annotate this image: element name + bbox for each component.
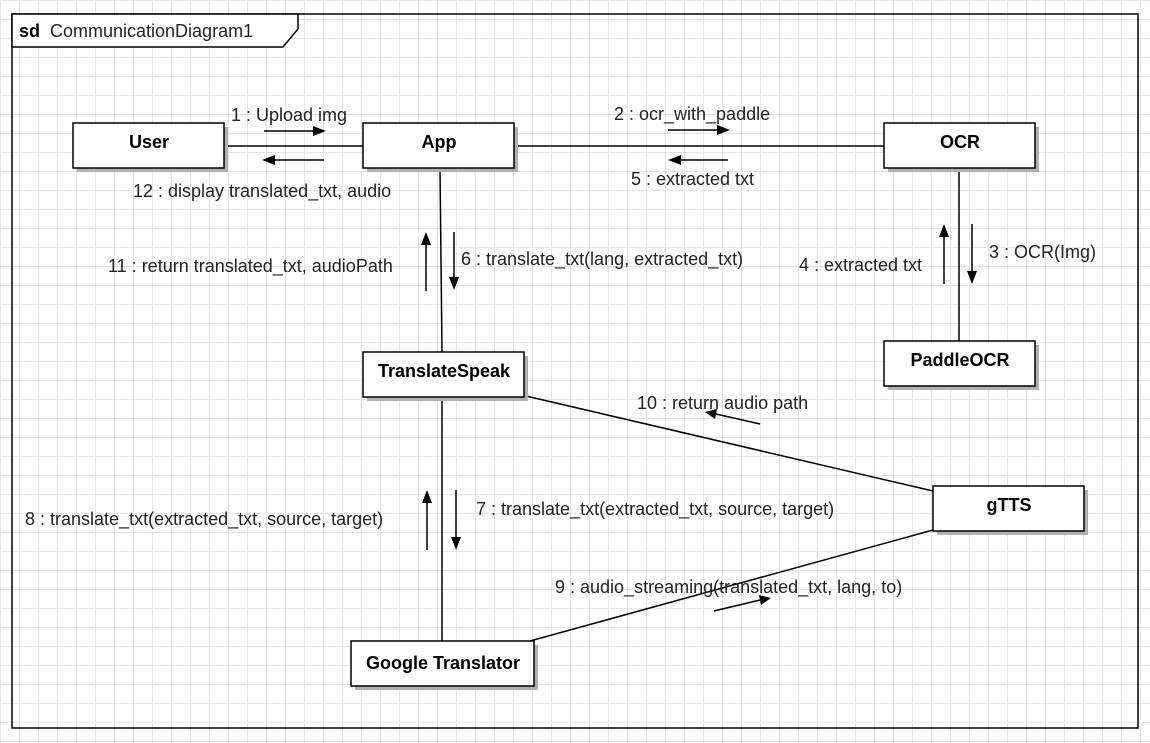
- arrow-msg-12: [262, 155, 324, 165]
- links: [226, 145, 960, 642]
- link-googletranslator-gtts: [529, 529, 934, 642]
- message-labels: 1 : Upload img 2 : ocr_with_paddle 3 : O…: [25, 104, 1096, 598]
- message-1-label: 1 : Upload img: [231, 105, 347, 125]
- message-8-label: 8 : translate_txt(extracted_txt, source,…: [25, 509, 383, 530]
- message-5-label: 5 : extracted txt: [631, 169, 754, 189]
- message-10-label: 10 : return audio path: [637, 393, 808, 413]
- object-user[interactable]: User: [72, 122, 228, 172]
- message-3-label: 3 : OCR(Img): [989, 242, 1096, 262]
- object-ocr-label: OCR: [940, 132, 980, 152]
- object-gtts[interactable]: gTTS: [932, 485, 1088, 535]
- diagram-frame: sd CommunicationDiagram1: [11, 13, 1139, 729]
- arrow-msg-9: [713, 595, 771, 612]
- frame-keyword: sd: [19, 21, 40, 41]
- object-google-translator[interactable]: Google Translator: [350, 640, 538, 690]
- object-user-label: User: [129, 132, 169, 152]
- link-app-translatespeak: [439, 168, 443, 353]
- object-google-translator-label: Google Translator: [366, 653, 520, 673]
- arrow-msg-3: [967, 224, 977, 284]
- frame-name: CommunicationDiagram1: [50, 21, 253, 41]
- arrow-msg-8: [422, 490, 432, 550]
- object-paddleocr-label: PaddleOCR: [910, 350, 1009, 370]
- object-app[interactable]: App: [362, 122, 518, 172]
- message-2-label: 2 : ocr_with_paddle: [614, 104, 770, 125]
- object-translatespeak-label: TranslateSpeak: [378, 361, 511, 381]
- object-translatespeak[interactable]: TranslateSpeak: [362, 351, 528, 401]
- object-ocr[interactable]: OCR: [883, 122, 1039, 172]
- message-4-label: 4 : extracted txt: [799, 255, 922, 275]
- object-app-label: App: [422, 132, 457, 152]
- object-paddleocr[interactable]: PaddleOCR: [883, 340, 1039, 390]
- arrow-msg-5: [668, 155, 728, 165]
- arrow-msg-2: [668, 125, 730, 135]
- arrow-msg-4: [939, 224, 949, 284]
- arrow-msg-6: [449, 232, 459, 290]
- arrow-msg-10: [705, 409, 761, 425]
- arrow-msg-7: [451, 490, 461, 550]
- message-9-label: 9 : audio_streaming(translated_txt, lang…: [555, 577, 902, 598]
- message-arrows: [262, 125, 977, 612]
- link-translatespeak-gtts: [525, 395, 934, 492]
- object-gtts-label: gTTS: [987, 495, 1032, 515]
- message-6-label: 6 : translate_txt(lang, extracted_txt): [461, 249, 743, 270]
- arrow-msg-1: [264, 126, 326, 136]
- message-12-label: 12 : display translated_txt, audio: [133, 181, 391, 202]
- message-11-label: 11 : return translated_txt, audioPath: [108, 256, 393, 277]
- arrow-msg-11: [421, 232, 431, 291]
- message-7-label: 7 : translate_txt(extracted_txt, source,…: [476, 499, 834, 520]
